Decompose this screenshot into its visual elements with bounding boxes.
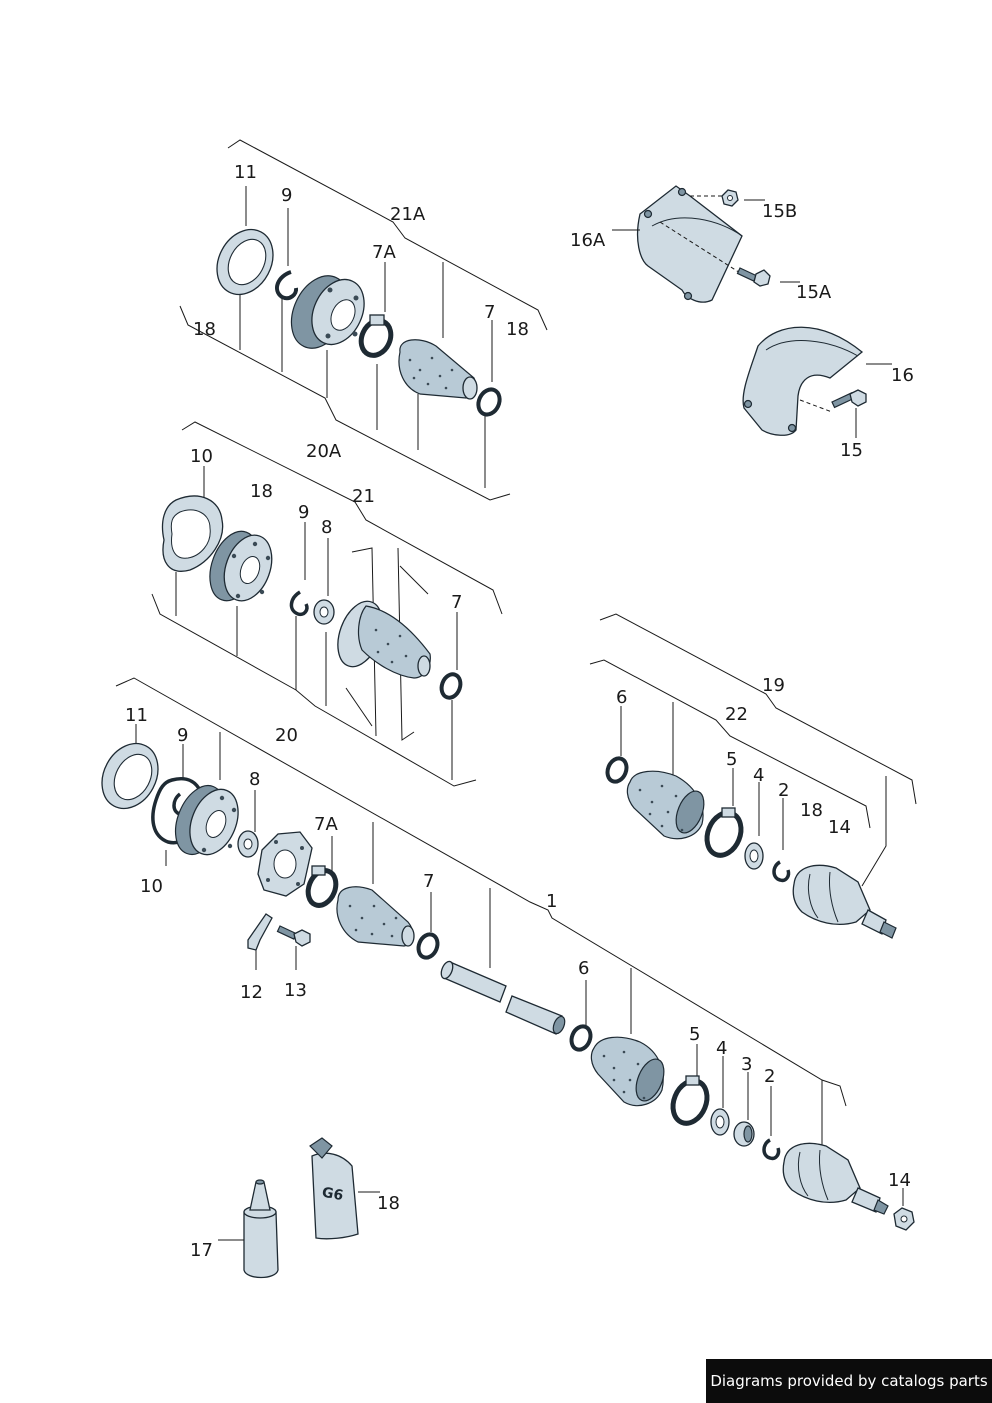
label-19: 19	[762, 675, 785, 696]
boot-part	[626, 770, 705, 840]
label-16a: 16A	[570, 230, 606, 251]
label-21a: 21A	[390, 204, 426, 225]
assembly-21	[151, 421, 503, 787]
label-11: 11	[234, 162, 257, 183]
label-7a: 7A	[372, 242, 396, 263]
nut-15b-part	[721, 189, 739, 207]
label-8: 8	[321, 517, 332, 538]
label-5: 5	[689, 1024, 700, 1045]
assembly-19-22	[589, 613, 917, 887]
clamp-5-part	[704, 807, 744, 858]
outer-joint-part	[792, 864, 897, 939]
label-9: 9	[177, 725, 188, 746]
label-3: 3	[741, 1054, 752, 1075]
assembly-1	[115, 677, 904, 1206]
ring-4-part	[744, 842, 764, 870]
label-15a: 15A	[796, 282, 832, 303]
seal-ring-11-part	[101, 742, 159, 810]
sealant-bottle-17-part	[243, 1179, 279, 1279]
label-15: 15	[840, 440, 863, 461]
circlip-9-part	[172, 792, 182, 816]
label-2: 2	[764, 1066, 775, 1087]
label-4: 4	[716, 1038, 727, 1059]
label-18: 18	[250, 481, 273, 502]
label-7a: 7A	[314, 814, 338, 835]
clamp-7-part	[439, 672, 463, 700]
label-7: 7	[423, 871, 434, 892]
label-14: 14	[828, 817, 851, 838]
label-13: 13	[284, 980, 307, 1001]
clamp-7-part	[416, 932, 440, 960]
circlip-9-part	[275, 270, 299, 301]
clamp-7a-part	[358, 314, 394, 358]
gasket-10-part	[161, 495, 224, 572]
shaft-part	[440, 960, 566, 1035]
boot-part	[336, 886, 415, 947]
label-18: 18	[506, 319, 529, 340]
label-21: 21	[352, 486, 375, 507]
label-2: 2	[778, 780, 789, 801]
clamp-6-part	[569, 1024, 593, 1052]
cv-joint-part	[174, 785, 239, 856]
nut-14-part	[893, 1207, 915, 1231]
dish-spring-3-part	[733, 1121, 755, 1147]
boot-part	[398, 339, 478, 400]
washer-8-part	[313, 599, 335, 625]
cv-joint-part	[290, 275, 365, 349]
label-6: 6	[578, 958, 589, 979]
circlip-2-part	[762, 1138, 781, 1161]
heat-shield-16a-part	[636, 185, 746, 303]
clamp-5-part	[670, 1075, 710, 1126]
label-22: 22	[725, 704, 748, 725]
ring-4-part	[710, 1108, 730, 1136]
label-14: 14	[888, 1170, 911, 1191]
bolt-15a-part	[736, 267, 771, 287]
attribution-footer: Diagrams provided by catalogs parts	[706, 1359, 992, 1403]
label-8: 8	[249, 769, 260, 790]
label-6: 6	[616, 687, 627, 708]
bolt-13-part	[276, 925, 311, 947]
boot-part	[590, 1036, 665, 1107]
label-9: 9	[281, 185, 292, 206]
flange-joint-part	[209, 530, 273, 602]
washer-8-part	[237, 830, 259, 858]
tube-marking: G6	[321, 1185, 345, 1204]
label-7: 7	[451, 592, 462, 613]
outer-joint-part	[782, 1142, 889, 1215]
label-7: 7	[484, 302, 495, 323]
label-9: 9	[298, 502, 309, 523]
guide-lines-21a	[239, 186, 493, 488]
label-11: 11	[125, 705, 148, 726]
label-5: 5	[726, 749, 737, 770]
clamp-7-part	[476, 387, 502, 417]
seal-ring-11-part	[216, 228, 274, 296]
label-18: 18	[193, 319, 216, 340]
bracket-12-part	[247, 913, 273, 951]
clamp-6-part	[605, 756, 629, 784]
label-18: 18	[800, 800, 823, 821]
clamp-7a-part	[305, 865, 339, 908]
label-18: 18	[377, 1193, 400, 1214]
assembly-21a	[179, 139, 548, 501]
label-12: 12	[240, 982, 263, 1003]
label-16: 16	[891, 365, 914, 386]
circlip-9-part	[289, 590, 309, 617]
label-4: 4	[753, 765, 764, 786]
label-10: 10	[190, 446, 213, 467]
label-10: 10	[140, 876, 163, 897]
label-20a: 20A	[306, 441, 342, 462]
heat-shield-16-part	[742, 326, 864, 436]
grease-tube-18-part: G6	[309, 1137, 359, 1240]
label-1: 1	[546, 891, 557, 912]
flange-plate-part	[257, 831, 313, 897]
label-17: 17	[190, 1240, 213, 1261]
circlip-2-part	[772, 860, 791, 883]
label-20: 20	[275, 725, 298, 746]
label-15b: 15B	[762, 201, 797, 222]
boot-flange-part	[337, 600, 431, 679]
bolt-15-part	[831, 389, 867, 409]
